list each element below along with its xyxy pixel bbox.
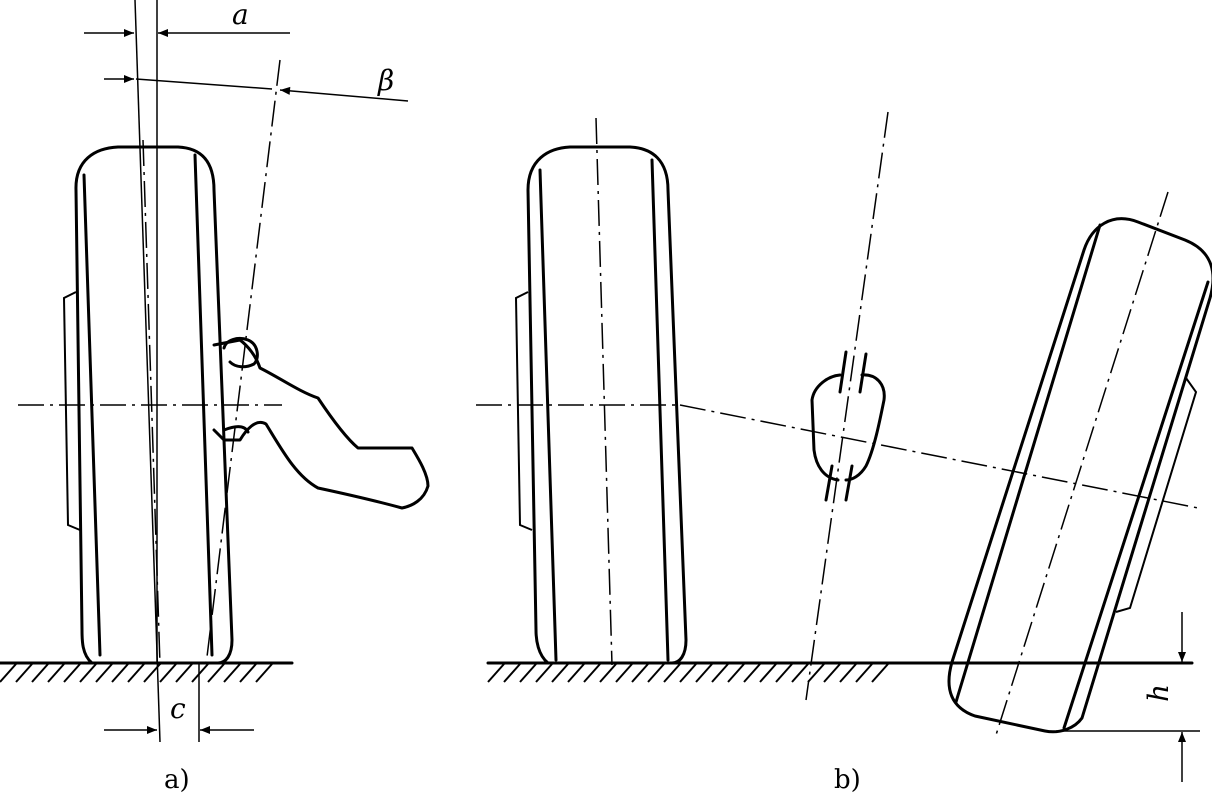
hatch-stroke — [743, 663, 761, 683]
panel-a: a β c a) — [0, 0, 430, 795]
hatch-stroke — [711, 663, 729, 683]
hatch-stroke — [127, 663, 145, 683]
caption-b: b) — [834, 765, 861, 795]
label-beta: β — [377, 64, 394, 97]
dimension-h: h — [1056, 612, 1200, 782]
caption-a: a) — [164, 765, 190, 795]
hatch-stroke — [535, 663, 553, 683]
label-h: h — [1142, 684, 1175, 702]
hatch-stroke — [839, 663, 857, 683]
tilted-axle-line — [679, 404, 1199, 509]
wheel-centerline-a — [142, 139, 161, 666]
hatch-stroke — [695, 663, 713, 683]
hatch-stroke — [255, 663, 273, 683]
panel-b: h b) — [476, 111, 1212, 795]
dimension-beta: β — [104, 64, 409, 102]
hatch-stroke — [583, 663, 601, 683]
ground-hatching-b — [487, 663, 889, 683]
label-c: c — [170, 692, 186, 725]
hatch-stroke — [79, 663, 97, 683]
camber-reference-line — [134, 0, 161, 743]
hatch-stroke — [503, 663, 521, 683]
hatch-stroke — [759, 663, 777, 683]
hatch-stroke — [111, 663, 129, 683]
dimension-c: c — [104, 692, 254, 734]
hatch-stroke — [551, 663, 569, 683]
kingpin-b — [805, 111, 889, 701]
hatch-stroke — [0, 663, 17, 683]
hatch-stroke — [871, 663, 889, 683]
wheel-centerline-b-left — [595, 117, 613, 666]
hatch-stroke — [487, 663, 505, 683]
hatch-stroke — [727, 663, 745, 683]
hatch-stroke — [823, 663, 841, 683]
label-a: a — [232, 0, 249, 31]
hatch-stroke — [207, 663, 225, 683]
tire-b-left — [514, 145, 688, 665]
hatch-stroke — [679, 663, 697, 683]
hatch-stroke — [631, 663, 649, 683]
hatch-stroke — [159, 663, 177, 683]
hatch-stroke — [519, 663, 537, 683]
hatch-stroke — [95, 663, 113, 683]
kingpin-axis-a — [205, 59, 281, 666]
wheel-centerline-b-right — [995, 191, 1169, 736]
ground-hatching-a — [0, 663, 273, 683]
hatch-stroke — [47, 663, 65, 683]
hatch-stroke — [775, 663, 793, 683]
hatch-stroke — [15, 663, 33, 683]
hatch-stroke — [647, 663, 665, 683]
hatch-stroke — [63, 663, 81, 683]
hatch-stroke — [239, 663, 257, 683]
hatch-stroke — [599, 663, 617, 683]
hatch-stroke — [855, 663, 873, 683]
hatch-stroke — [31, 663, 49, 683]
hatch-stroke — [175, 663, 193, 683]
hatch-stroke — [191, 663, 209, 683]
hatch-stroke — [615, 663, 633, 683]
hatch-stroke — [567, 663, 585, 683]
hatch-stroke — [663, 663, 681, 683]
steering-knuckle — [212, 336, 430, 510]
hatch-stroke — [807, 663, 825, 683]
dimension-a: a — [84, 0, 290, 37]
hatch-stroke — [223, 663, 241, 683]
tire-b-right-tilted — [947, 217, 1212, 734]
hatch-stroke — [791, 663, 809, 683]
